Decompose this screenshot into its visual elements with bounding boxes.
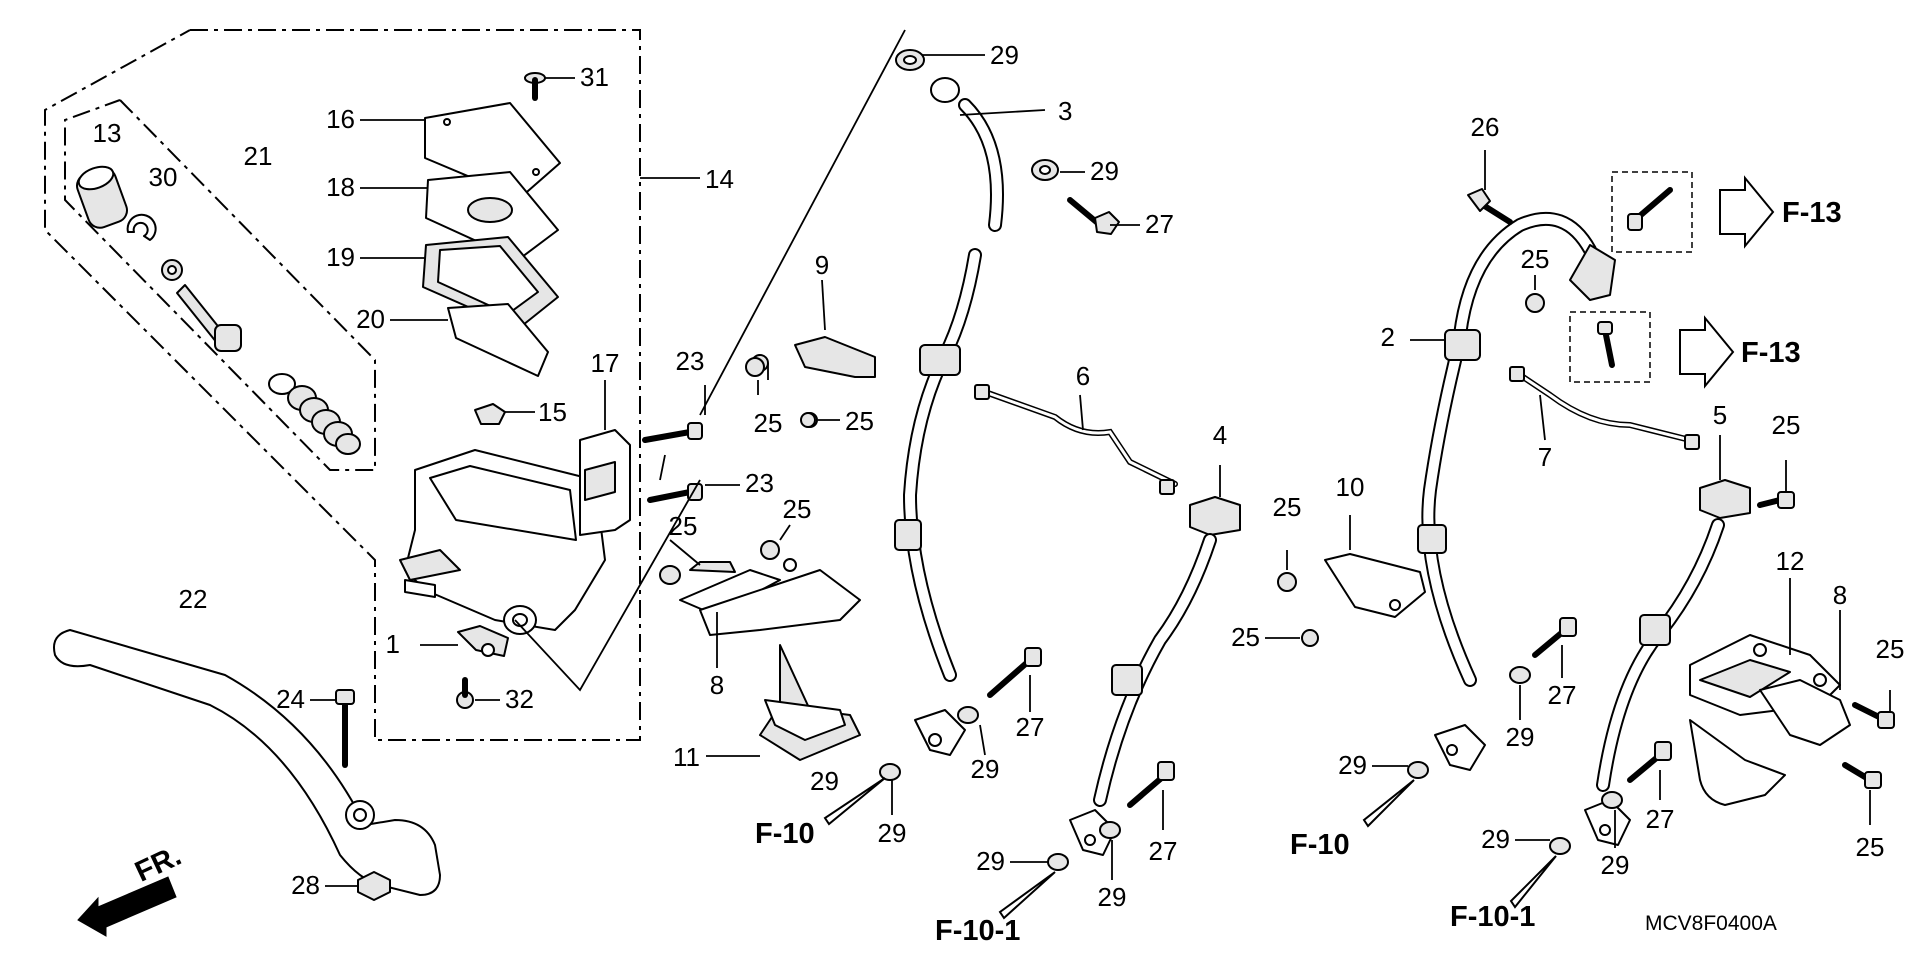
hose-bracket-right [1689,578,1895,825]
label-part-1: 1 [386,629,400,659]
label-part-23-lower: 23 [745,468,774,498]
center-screws [745,357,816,428]
label-part-27-d: 27 [1548,680,1577,710]
piston-spring [287,385,361,455]
label-part-18: 18 [326,172,355,202]
diagram-code: MCV8F0400A [1645,912,1777,935]
label-part-19: 19 [326,242,355,272]
label-part-3: 3 [1058,96,1072,126]
front-direction-arrow: FR. [77,840,186,937]
reservoir-cap-stack [360,102,561,377]
label-part-15: 15 [538,397,567,427]
label-part-6: 6 [1076,361,1090,391]
label-part-8-right: 8 [1833,580,1847,610]
label-part-13: 13 [93,118,122,148]
lever-pivot-bolt [310,689,355,768]
label-part-25-d: 25 [783,494,812,524]
label-part-27-e: 27 [1646,804,1675,834]
label-part-12: 12 [1776,546,1805,576]
label-part-25-c: 25 [845,406,874,436]
label-part-2: 2 [1381,322,1395,352]
lever-pivot-nut [325,871,391,901]
label-part-25-a: 25 [669,511,698,541]
label-part-22: 22 [179,584,208,614]
label-part-27-a: 27 [1145,209,1174,239]
label-part-26: 26 [1471,112,1500,142]
label-part-14: 14 [705,164,734,194]
label-part-29-c: 29 [971,754,1000,784]
cross-reference-labels: F-10 F-10-1 F-10 F-10-1 F-13 F-13 [755,197,1842,947]
group-leader-lines [514,29,906,692]
label-part-25-f: 25 [1231,622,1260,652]
label-part-30: 30 [149,162,178,192]
label-part-25-j: 25 [1856,832,1885,862]
lever-pivot-bolt-part [474,403,535,425]
master-cylinder-body [399,449,606,635]
label-part-25-g: 25 [1521,244,1550,274]
label-part-32: 32 [505,684,534,714]
label-part-24: 24 [276,684,305,714]
ref-f10-1-right: F-10-1 [1450,901,1535,933]
label-part-7: 7 [1538,442,1552,472]
part-number-labels: 1 2 3 4 5 6 7 8 8 9 10 11 12 13 14 15 16… [93,40,1905,912]
ref-f10-left: F-10 [755,818,815,850]
label-part-31: 31 [580,62,609,92]
label-part-27-c: 27 [1149,836,1178,866]
label-part-25-h: 25 [1772,410,1801,440]
label-part-16: 16 [326,104,355,134]
piston-kit-parts [76,165,361,455]
label-part-29-d: 29 [878,818,907,848]
brake-pipe-center [974,384,1178,495]
label-part-11: 11 [673,742,700,772]
label-part-29-a: 29 [990,40,1019,70]
brake-pipe-right [1509,275,1700,450]
front-brake-hose-2 [1362,150,1616,828]
reservoir-screw [524,72,575,101]
front-marker-label: FR. [130,840,186,889]
front-brake-hose-upper [823,49,1140,826]
holder-bolts [642,385,740,503]
brake-light-switch [420,625,509,709]
brake-lever [53,629,441,896]
f13-mid-inset [1569,311,1735,389]
ref-f13-top: F-13 [1782,197,1842,229]
label-part-29-j: 29 [1601,850,1630,880]
hose-clamp-left [751,279,876,428]
ref-f10-1-left: F-10-1 [935,915,1020,947]
label-part-23-upper: 23 [676,346,705,376]
label-part-29-g: 29 [1338,750,1367,780]
f13-top-inset [1611,171,1775,253]
label-part-8-left: 8 [710,670,724,700]
label-part-29-f: 29 [1098,882,1127,912]
master-cylinder-holder [579,380,631,536]
label-part-25-b: 25 [754,408,783,438]
label-part-29-k: 29 [810,766,839,796]
front-brake-hose-right-caliper [998,465,1241,920]
label-part-9: 9 [815,250,829,280]
label-part-29-b: 29 [1090,156,1119,186]
ref-f13-mid: F-13 [1741,337,1801,369]
label-part-29-e: 29 [976,846,1005,876]
label-part-10: 10 [1336,472,1365,502]
hose-bracket-left [659,524,861,761]
label-part-25-e: 25 [1273,492,1302,522]
label-part-25-i: 25 [1876,634,1905,664]
label-part-21: 21 [244,141,273,171]
ref-f10-right: F-10 [1290,829,1350,861]
label-part-17: 17 [591,348,620,378]
label-part-27-b: 27 [1016,712,1045,742]
label-part-20: 20 [356,304,385,334]
label-part-29-i: 29 [1481,824,1510,854]
hose-bracket-center [1265,515,1426,647]
master-cylinder-assembly-frame [44,29,700,741]
label-part-28: 28 [291,870,320,900]
front-brake-hose-5 [1509,435,1795,909]
label-part-5: 5 [1713,400,1727,430]
label-part-29-h: 29 [1506,722,1535,752]
label-part-4: 4 [1213,420,1227,450]
